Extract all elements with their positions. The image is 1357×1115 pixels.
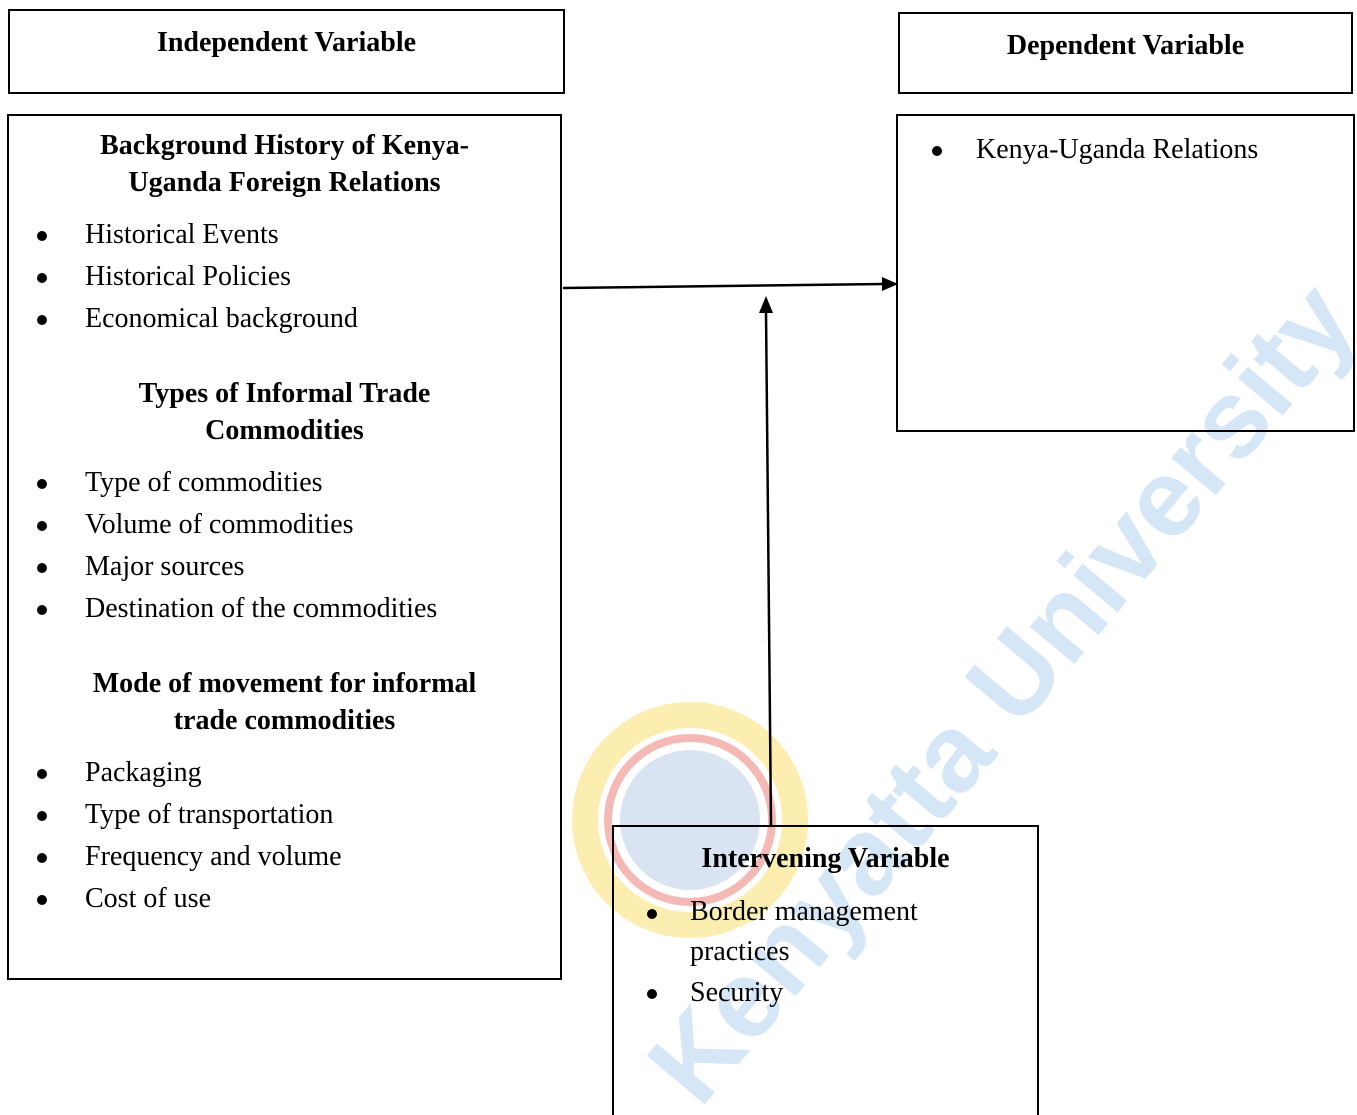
arrowhead-up-icon <box>759 296 773 313</box>
section-title: Background History of Kenya- Uganda Fore… <box>100 130 469 198</box>
list-item: Type of commodities <box>9 462 560 504</box>
list-item: Destination of the commodities <box>9 588 560 630</box>
bullet-icon <box>647 908 657 919</box>
intervening-variable-box: Intervening Variable Border management p… <box>612 825 1039 1115</box>
list-item: Type of transportation <box>9 794 560 836</box>
intervening-variable-title: Intervening Variable <box>701 843 950 874</box>
bullet-icon <box>37 230 47 241</box>
bullet-icon <box>37 314 47 325</box>
list-item: Major sources <box>9 546 560 588</box>
list-item: Historical Policies <box>9 256 560 298</box>
list-item: Security <box>614 972 1037 1014</box>
bullet-list: Border management practices Security <box>614 892 1037 1014</box>
bullet-icon <box>932 146 942 156</box>
bullet-icon <box>37 478 47 489</box>
bullet-list: Type of commodities Volume of commoditie… <box>9 462 560 630</box>
list-item: Packaging <box>9 752 560 794</box>
list-item: Frequency and volume <box>9 836 560 878</box>
bullet-list: Packaging Type of transportation Frequen… <box>9 752 560 920</box>
bullet-icon <box>37 894 47 905</box>
bullet-list: Historical Events Historical Policies Ec… <box>9 214 560 340</box>
bullet-icon <box>647 988 657 999</box>
bullet-icon <box>37 520 47 531</box>
section-mode-of-movement: Mode of movement for informal trade comm… <box>9 666 560 920</box>
section-title: Types of Informal Trade Commodities <box>138 378 431 446</box>
bullet-icon <box>37 810 47 821</box>
section-title: Mode of movement for informal trade comm… <box>92 668 477 736</box>
dependent-variable-box: Kenya-Uganda Relations <box>896 114 1355 432</box>
independent-variable-title: Independent Variable <box>156 27 417 58</box>
list-item: Kenya-Uganda Relations <box>898 129 1353 171</box>
independent-variable-header-box: Independent Variable <box>8 9 565 94</box>
bullet-list: Kenya-Uganda Relations <box>898 129 1353 171</box>
section-background-history: Background History of Kenya- Uganda Fore… <box>9 128 560 340</box>
dependent-variable-header-box: Dependent Variable <box>898 12 1353 94</box>
section-types-of-commodities: Types of Informal Trade Commodities Type… <box>9 376 560 630</box>
dependent-variable-title: Dependent Variable <box>1006 30 1245 61</box>
bullet-icon <box>37 604 47 615</box>
independent-variable-box: Background History of Kenya- Uganda Fore… <box>7 114 562 980</box>
bullet-icon <box>37 272 47 283</box>
arrowhead-right-icon <box>882 277 898 291</box>
list-item: Border management practices <box>614 892 1037 972</box>
list-item: Volume of commodities <box>9 504 560 546</box>
list-item: Economical background <box>9 298 560 340</box>
bullet-icon <box>37 562 47 573</box>
independent-to-dependent-arrow <box>562 282 885 290</box>
list-item: Historical Events <box>9 214 560 256</box>
list-item: Cost of use <box>9 878 560 920</box>
intervening-to-relationship-arrow <box>764 311 773 826</box>
bullet-icon <box>37 852 47 863</box>
bullet-icon <box>37 768 47 779</box>
